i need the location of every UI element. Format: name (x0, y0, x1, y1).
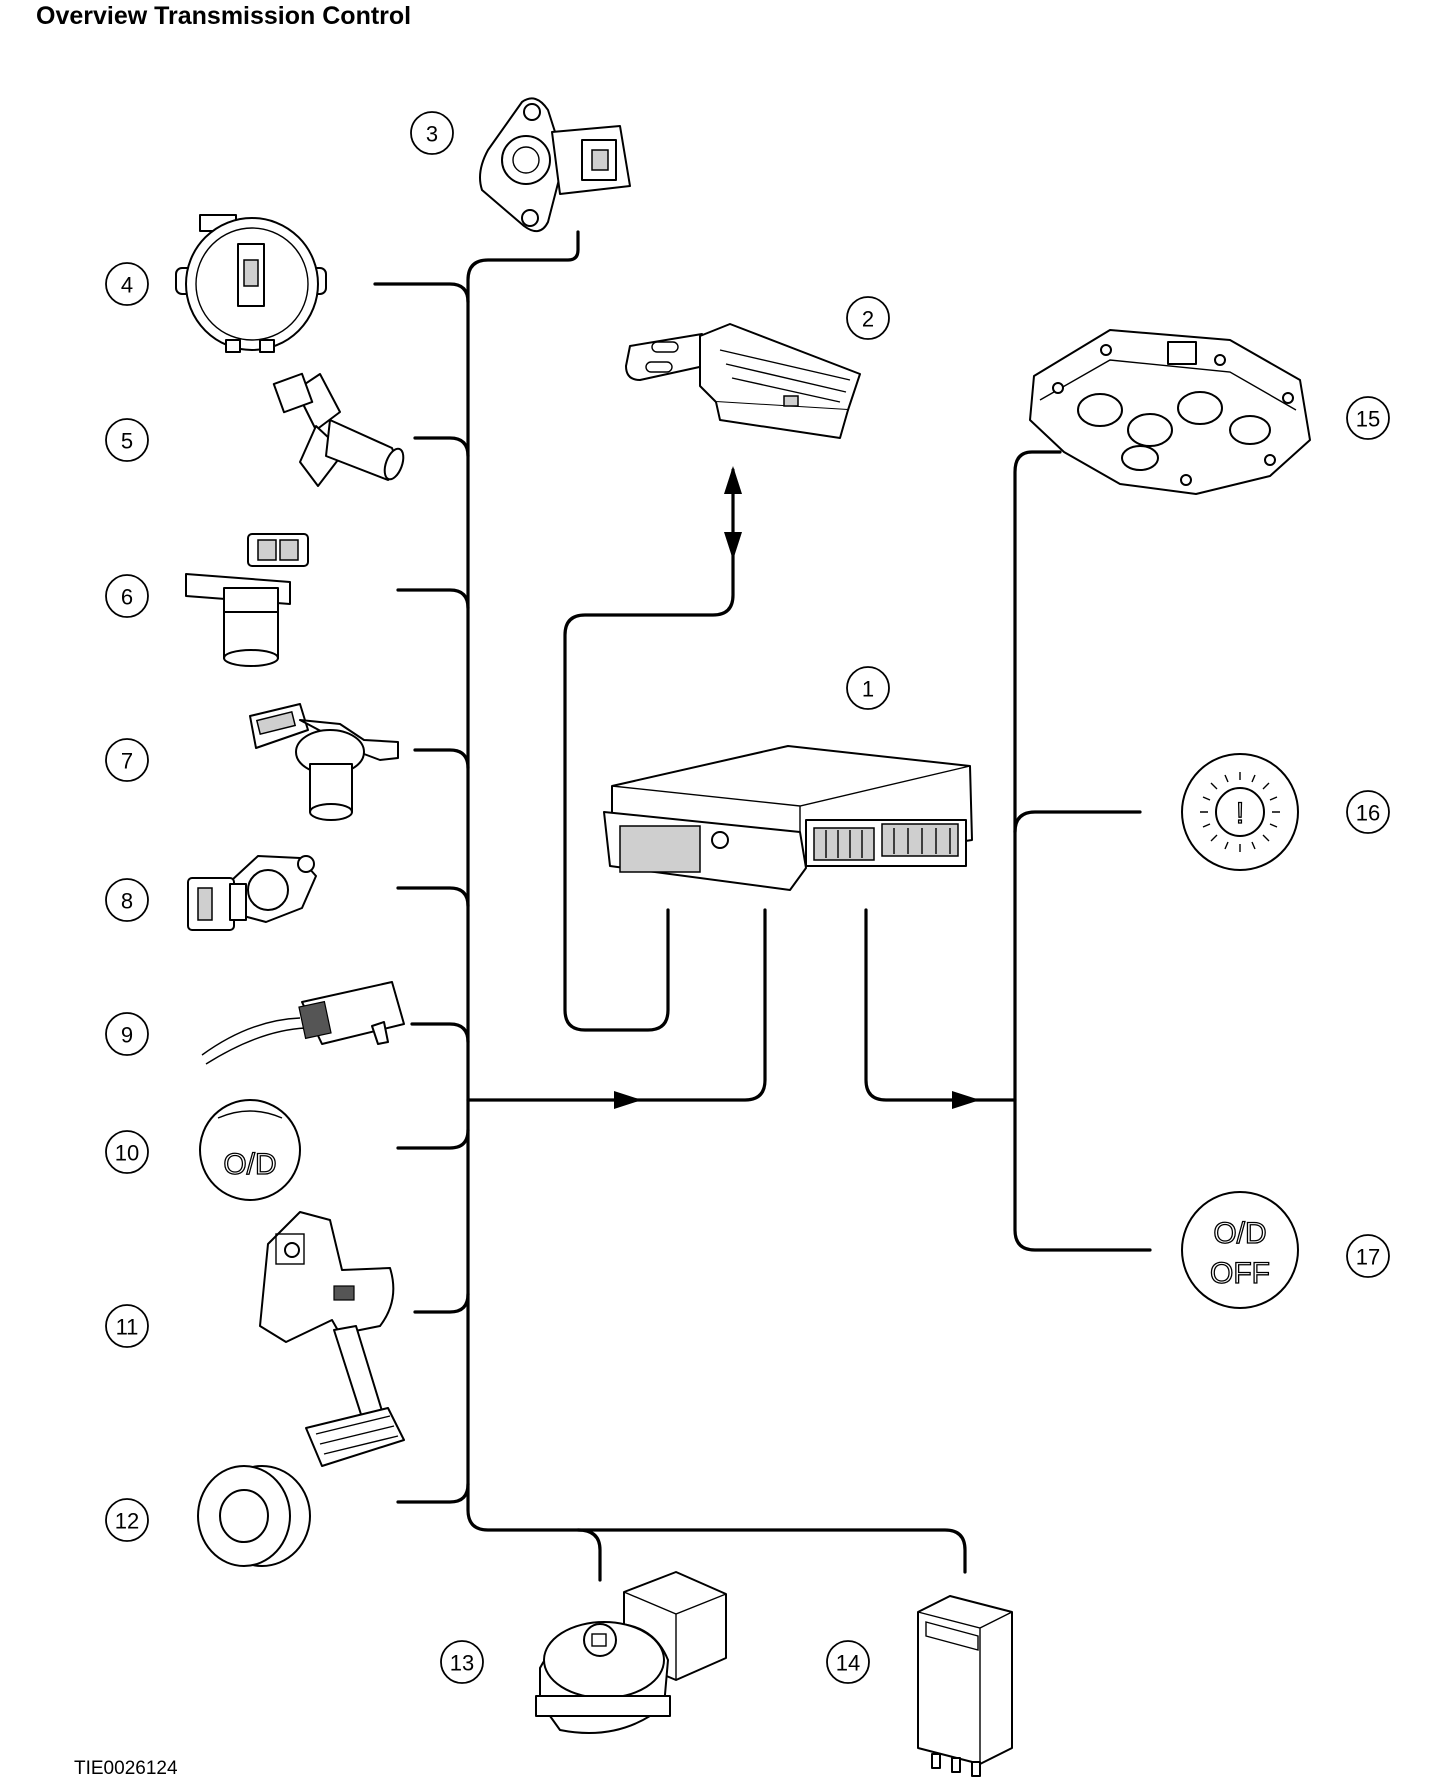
od-switch-label: O/D (223, 1148, 276, 1181)
wire-7 (413, 748, 470, 770)
callout-3-label: 3 (426, 122, 438, 147)
diagram-title: Overview Transmission Control (36, 2, 412, 30)
callout-5-label: 5 (121, 429, 133, 454)
component-8-sensor (187, 855, 317, 931)
callout-10-label: 10 (115, 1141, 139, 1166)
component-10-od-switch: O/D (199, 1099, 301, 1201)
callout-1: 1 (846, 666, 890, 710)
callout-10: 10 (105, 1130, 149, 1174)
component-3-sensor (479, 97, 631, 233)
wire-4 (373, 282, 470, 304)
callout-7-label: 7 (121, 749, 133, 774)
component-6-sensor (185, 533, 309, 667)
component-2-dlc (625, 323, 861, 439)
callout-13-label: 13 (450, 1651, 474, 1676)
component-11-brake-pedal (259, 1211, 405, 1467)
od-off-label-line2: OFF (1210, 1257, 1270, 1290)
component-15-valve-body (1029, 329, 1311, 495)
wiring (373, 230, 1152, 1582)
callout-7: 7 (105, 738, 149, 782)
callout-12-label: 12 (115, 1509, 139, 1534)
callout-3: 3 (410, 111, 454, 155)
callout-12: 12 (105, 1498, 149, 1542)
callout-16: 16 (1346, 790, 1390, 834)
component-9-sensor (201, 981, 405, 1065)
callout-5: 5 (105, 418, 149, 462)
ecm-to-dlc-wire (563, 468, 735, 1032)
component-12-part (197, 1465, 311, 1567)
component-5-sensor (272, 372, 405, 487)
callout-8-label: 8 (121, 889, 133, 914)
input-bus-wire (466, 230, 967, 1574)
callout-9-label: 9 (121, 1023, 133, 1048)
wire-9 (410, 1022, 470, 1044)
callout-14-label: 14 (836, 1651, 860, 1676)
component-1-ecm (603, 745, 973, 891)
wire-5 (413, 436, 470, 458)
callout-15-label: 15 (1356, 407, 1380, 432)
callout-4: 4 (105, 262, 149, 306)
ecm-output-arrow (952, 1091, 980, 1109)
dlc-arrow-up (724, 466, 742, 494)
bus-to-ecm-wire (466, 908, 767, 1102)
callout-6: 6 (105, 574, 149, 618)
callout-11: 11 (105, 1304, 149, 1348)
component-14-relay (917, 1595, 1013, 1777)
callout-9: 9 (105, 1012, 149, 1056)
callout-17-label: 17 (1356, 1245, 1380, 1270)
bus-to-ecm-arrow (614, 1091, 642, 1109)
callout-1-label: 1 (862, 677, 874, 702)
callout-15: 15 (1346, 396, 1390, 440)
figure-id: TIE0026124 (74, 1758, 178, 1779)
component-16-warning-lamp: ! (1181, 753, 1299, 871)
wire-11 (413, 1292, 470, 1314)
dlc-arrow-down (724, 532, 742, 560)
output-bus-wire (1013, 450, 1152, 1252)
callout-17: 17 (1346, 1234, 1390, 1278)
wire-8 (396, 886, 470, 908)
callout-8: 8 (105, 878, 149, 922)
wire-16 (1013, 810, 1142, 834)
callout-13: 13 (440, 1640, 484, 1684)
wire-12 (396, 1482, 470, 1504)
warning-exclamation: ! (1236, 797, 1244, 830)
callout-2: 2 (846, 296, 890, 340)
callouts: 1 2 3 4 5 6 7 8 9 10 11 12 13 14 15 16 1… (105, 111, 1390, 1684)
component-13-sensor (535, 1571, 727, 1734)
callout-16-label: 16 (1356, 801, 1380, 826)
wire-6 (396, 588, 470, 610)
wire-13 (576, 1528, 602, 1582)
callout-14: 14 (826, 1640, 870, 1684)
callout-2-label: 2 (862, 307, 874, 332)
callout-6-label: 6 (121, 585, 133, 610)
wire-10 (396, 1128, 470, 1150)
od-off-label-line1: O/D (1213, 1217, 1266, 1250)
component-4-switch (175, 214, 327, 353)
callout-4-label: 4 (121, 273, 133, 298)
component-17-od-off-lamp: O/D OFF (1181, 1191, 1299, 1309)
component-7-sensor (249, 703, 399, 821)
callout-11-label: 11 (116, 1315, 139, 1340)
ecm-output-wire (864, 908, 1017, 1102)
